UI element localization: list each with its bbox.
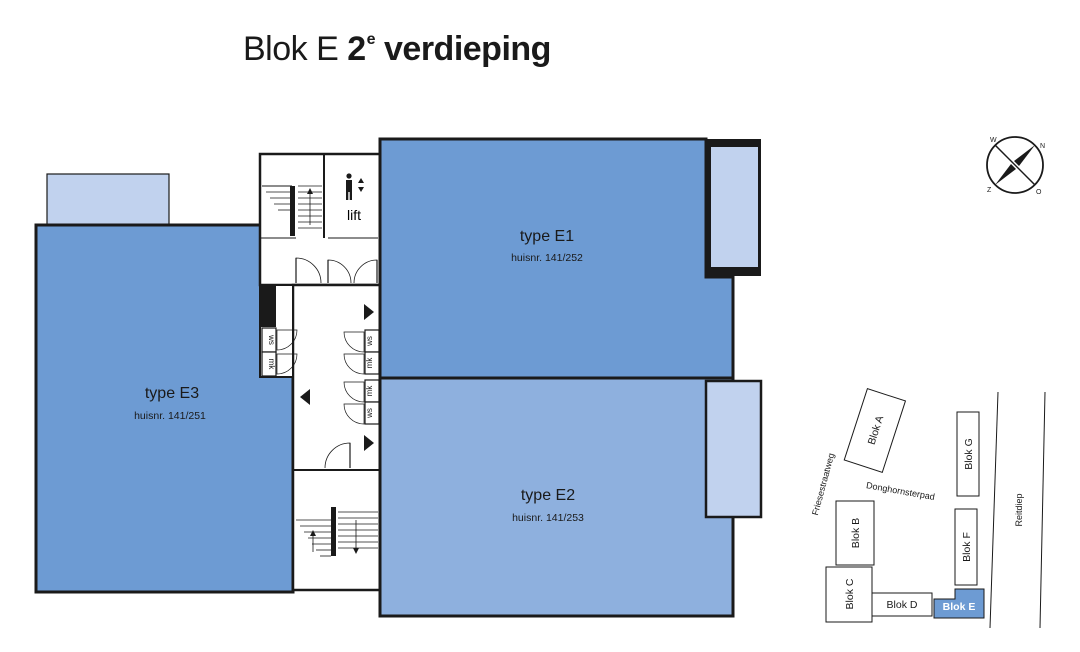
lower-staircase <box>296 507 378 557</box>
compass-n: N <box>1040 143 1045 150</box>
entrance-arrow-e3 <box>300 389 310 405</box>
upper-staircase <box>262 185 322 236</box>
ws-label-right-1: ws <box>365 336 374 347</box>
site-block-c-label: Blok C <box>844 578 856 609</box>
mk-label-left: mk <box>267 359 276 371</box>
site-block-e-label: Blok E <box>943 601 976 613</box>
mk-label-right-1: mk <box>365 357 374 369</box>
site-block-b-label: Blok B <box>850 518 862 548</box>
unit-e2-area <box>378 376 735 618</box>
balcony-e2 <box>704 379 763 519</box>
core-door-bottom <box>324 442 351 469</box>
unit-e3-area <box>34 223 295 594</box>
title-floor-number: 2 <box>347 30 366 68</box>
down-arrow-icon <box>358 187 364 192</box>
unit-e2-number: huisnr. 141/253 <box>512 512 584 524</box>
unit-e3-number: huisnr. 141/251 <box>134 410 206 422</box>
core-doors-top <box>295 257 378 284</box>
site-block-d-label: Blok D <box>887 599 918 611</box>
core-upper <box>258 152 382 287</box>
lift-label: lift <box>347 207 361 223</box>
storage-right: ws mk mk ws <box>343 329 380 425</box>
ws-label-right-2: ws <box>365 408 374 419</box>
compass-needle-south <box>995 164 1016 185</box>
site-block-g[interactable]: Blok G <box>956 411 980 497</box>
lift: lift <box>328 173 378 239</box>
compass-needle-north <box>1014 145 1035 166</box>
site-block-f-label: Blok F <box>961 532 973 562</box>
site-block-g-label: Blok G <box>963 438 975 470</box>
ws-label-left: ws <box>267 334 276 345</box>
road-friesestraatweg: Friesestraatweg <box>810 452 836 516</box>
unit-e1[interactable]: type E1 huisnr. 141/252 <box>378 137 761 380</box>
central-core: lift ws mk ws mk <box>258 152 382 592</box>
balcony-e1 <box>711 147 758 267</box>
site-block-f[interactable]: Blok F <box>954 508 978 586</box>
site-block-b[interactable]: Blok B <box>835 500 875 566</box>
person-icon <box>346 173 352 179</box>
compass-o: O <box>1036 189 1042 196</box>
page-title: Blok E 2e verdieping <box>243 30 551 69</box>
title-prefix: Blok E <box>243 30 339 68</box>
entrance-arrow-e1 <box>364 304 374 320</box>
road-donghornsterpad: Donghornsterpad <box>865 480 935 502</box>
wall-block <box>260 285 276 327</box>
compass-z: Z <box>987 187 992 194</box>
unit-e3[interactable]: type E3 huisnr. 141/251 <box>34 173 295 594</box>
compass: W N Z O <box>986 136 1045 196</box>
road-reitdiep: Reitdiep <box>1014 493 1024 526</box>
title-floor-word: verdieping <box>384 30 551 68</box>
site-block-e-shape <box>933 588 985 619</box>
unit-e1-name: type E1 <box>520 228 574 245</box>
compass-w: W <box>990 137 997 144</box>
site-block-e[interactable]: Blok E <box>933 588 985 619</box>
title-floor-suffix: e <box>366 31 376 48</box>
site-block-d[interactable]: Blok D <box>871 592 933 617</box>
road-line-2 <box>1039 391 1046 629</box>
site-map: Blok A Blok G Blok B Blok F Blok C Blok … <box>810 388 1046 629</box>
balcony-e3 <box>46 173 170 227</box>
mk-label-right-2: mk <box>365 385 374 397</box>
road-line-1 <box>989 391 999 629</box>
unit-e2-name: type E2 <box>521 487 575 504</box>
site-block-c[interactable]: Blok C <box>825 566 873 623</box>
entrance-arrow-e2 <box>364 435 374 451</box>
up-arrow-icon <box>358 178 364 183</box>
title-floor: 2e verdieping <box>347 30 551 68</box>
site-block-a[interactable]: Blok A <box>843 388 907 473</box>
storage-left: ws mk <box>261 327 298 377</box>
unit-e2[interactable]: type E2 huisnr. 141/253 <box>378 376 763 618</box>
unit-e3-name: type E3 <box>145 385 199 402</box>
unit-e1-number: huisnr. 141/252 <box>511 252 583 264</box>
